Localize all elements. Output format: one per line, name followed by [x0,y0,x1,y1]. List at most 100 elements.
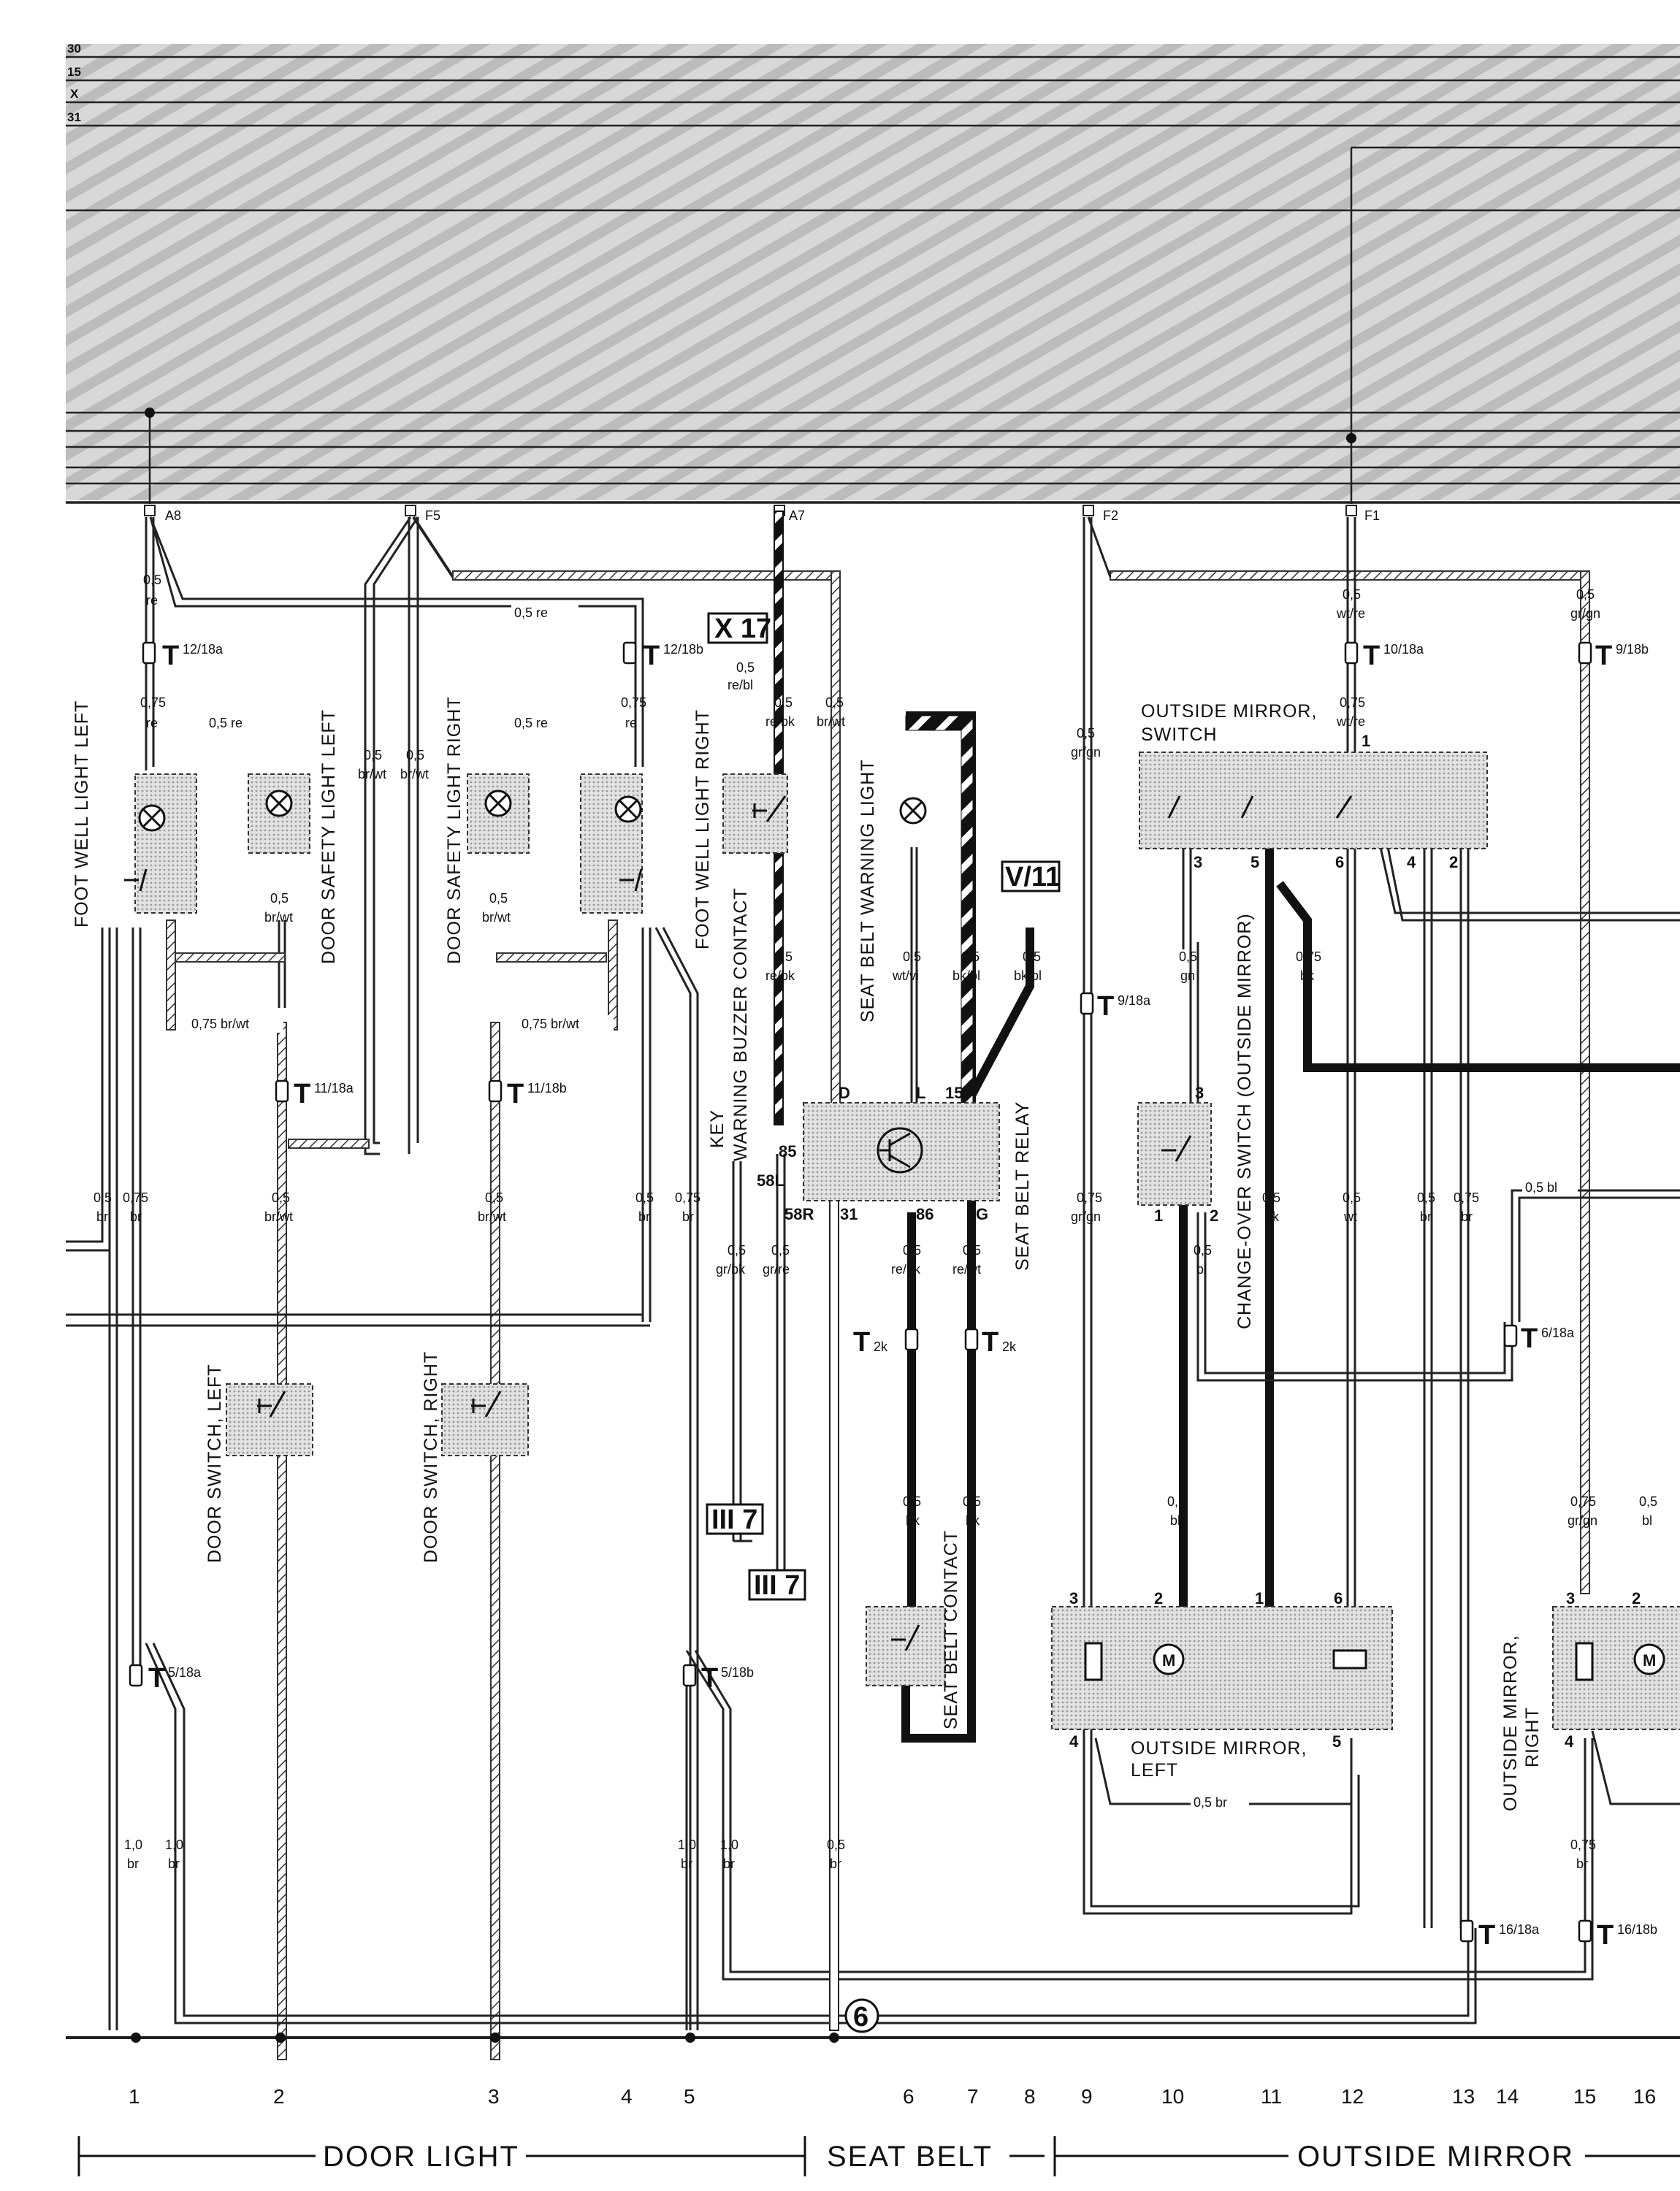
bus-label-15: 15 [67,65,81,79]
solenoid-icon [1332,1649,1367,1670]
wire-size: 0,5 [903,1494,921,1509]
t2k-right-sub: 2k [1002,1339,1017,1354]
wire-color: br [127,1857,139,1871]
relay-pin-l: L [916,1084,925,1102]
component-labels: FOOT WELL LIGHT LEFT DOOR SAFETY LIGHT L… [72,696,1543,1811]
bus-label-30: 30 [67,42,81,56]
relay-pin-15: 15 [945,1084,963,1102]
wire-size: 0,5 [774,949,793,964]
relay-pin-d: D [839,1084,850,1102]
wire-color: br [96,1209,108,1224]
wire-inline: 0,5 re [514,716,548,730]
col-7: 7 [967,2085,979,2108]
label-seat-belt-contact: SEAT BELT CONTACT [941,1530,961,1729]
changeover-pin-3: 3 [1195,1084,1204,1102]
lamp-icon [899,797,927,825]
t5b-sub: 5/18b [721,1665,754,1680]
t16b-letter: T [1597,1920,1614,1951]
wire-color: br [682,1209,694,1224]
label-seat-belt-warning: SEAT BELT WARNING LIGHT [858,759,878,1022]
wire-size: 0,5 [1023,949,1041,964]
wire-color: gr/gn [1071,745,1101,760]
label-seat-belt-relay: SEAT BELT RELAY [1012,1101,1033,1271]
t5b-letter: T [701,1663,718,1694]
wire-size: 0,75 [1340,695,1365,710]
wire-color: bk [966,1513,980,1528]
wire-color: br [168,1857,180,1871]
t16a-letter: T [1478,1920,1495,1951]
column-numbers: 1 2 3 4 5 6 7 8 9 10 11 12 13 14 15 16 [129,2085,1656,2108]
wire-color: br [681,1857,692,1871]
terminal-a7: A7 [789,508,805,523]
wire-size: 0,75 [123,1190,148,1205]
wire-size: 0,5 [728,1243,746,1258]
wire-size: 0,5 [635,1190,654,1205]
wire-color: bk [1265,1209,1280,1224]
label-door-switch-left: DOOR SWITCH, LEFT [205,1364,225,1563]
mirror-left-pin-1: 1 [1255,1589,1264,1607]
wire-size: 0,5 [272,1190,290,1205]
heater-element-icon [1084,1642,1103,1681]
wire-color: br [1576,1857,1588,1871]
t9b-sub: 9/18b [1616,642,1649,657]
heater-element-icon [1575,1642,1594,1681]
wire-color: wt [1343,1209,1357,1224]
bus-label-31: 31 [67,110,81,124]
wire-size: 0,5 [1576,587,1595,602]
ref-iii7-a: III 7 [711,1504,757,1535]
wire-color: bl [1196,1262,1207,1277]
ref-v11: V/11 [1005,862,1061,892]
label-door-safety-left: DOOR SAFETY LIGHT LEFT [318,709,339,964]
ground-point-marker [844,1998,879,2033]
wire-size: 0,5 [827,1838,845,1852]
changeover-pin-2: 2 [1210,1207,1218,1225]
bus-junction-dot [145,408,155,418]
wire-color: br [130,1209,142,1224]
wire-size: 0,5 [903,949,921,964]
wire-color: gn [1180,968,1195,983]
wire-color: gr/gn [1570,606,1600,621]
mirror-left-pin-4: 4 [1069,1732,1079,1751]
wire-color: gr/bk [716,1262,746,1277]
mirror-right-pin-4: 4 [1565,1732,1574,1751]
wire-color: re [146,716,158,730]
wire-color: bk [906,1513,920,1528]
wire-inline: 0,75 br/wt [522,1017,579,1031]
t12a-sub: 12/18a [183,642,224,657]
wire-color: br [1420,1209,1432,1224]
label-mirror-left: OUTSIDE MIRROR, [1131,1738,1307,1759]
wire-size: 0,5 [93,1190,112,1205]
wire-size: 0,5 [1077,726,1095,741]
switch-pin-1: 1 [1362,732,1370,750]
col-16: 16 [1633,2085,1656,2108]
lamp-icon [265,789,293,817]
wire-size: 0,5 [1343,1190,1361,1205]
mirror-left-pin-3: 3 [1069,1589,1078,1607]
ref-iii7-b: III 7 [754,1570,800,1601]
wire-color: wt/re [1336,714,1365,729]
wire-size: 0,75 [1296,949,1321,964]
col-4: 4 [621,2085,633,2108]
wire-inline: 0,5 re [209,716,243,730]
wire-size: 0,5 [1194,1243,1212,1258]
col-3: 3 [488,2085,500,2108]
wire-color: br/wt [478,1209,506,1224]
wire-color: br [723,1857,735,1871]
col-14: 14 [1496,2085,1519,2108]
terminal-f1: F1 [1364,508,1380,523]
wire-size: 0,5 [143,573,161,587]
t11b-sub: 11/18b [527,1081,567,1096]
switch-pin-5: 5 [1251,853,1259,871]
changeover-pin-1: 1 [1154,1207,1163,1225]
motor-icon [1633,1643,1665,1675]
wires [66,511,1680,2060]
wire-size: 0,5 [961,949,980,964]
wire-color: br/wt [817,714,845,729]
mirror-left-pin-2: 2 [1154,1589,1163,1607]
wire-size: 0,5 [406,748,424,762]
wire-size: 0,75 [1454,1190,1479,1205]
wire-size: 0,5 [771,1243,790,1258]
wire-size: 0,5 [774,695,793,710]
wire-color: br [1461,1209,1473,1224]
bus-junction-dot [1346,433,1356,443]
